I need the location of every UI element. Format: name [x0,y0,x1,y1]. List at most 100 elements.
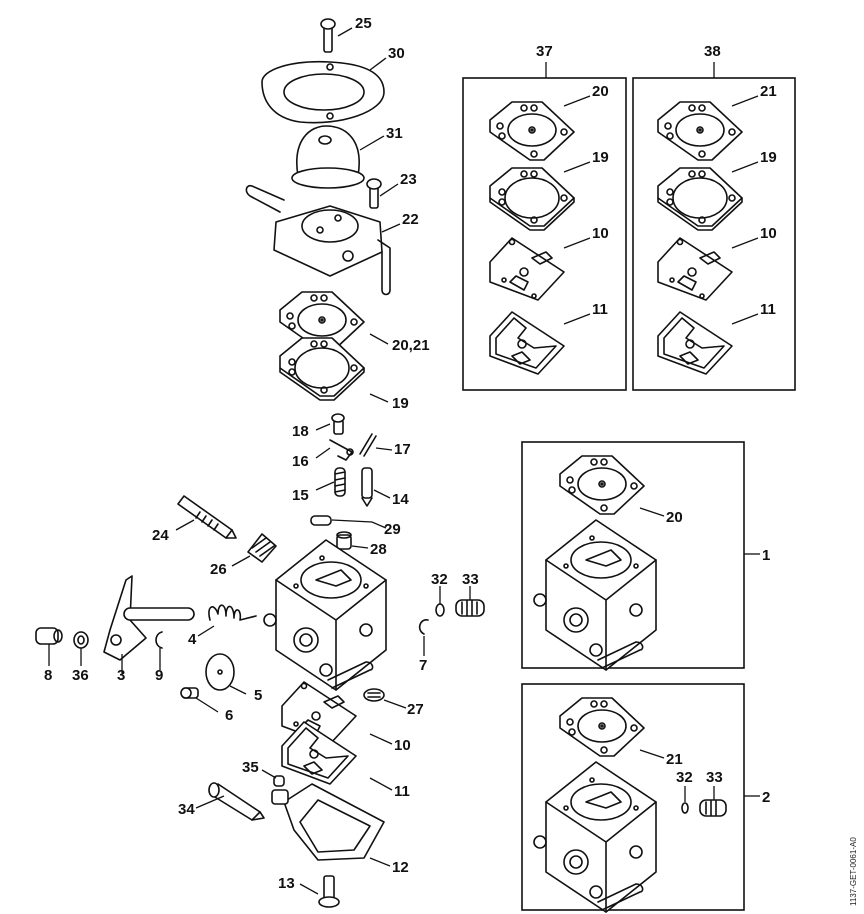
callout-12: 12 [392,859,409,876]
callout-36: 36 [72,667,89,684]
part-25-screw [320,18,336,53]
leader-27 [383,699,407,709]
part-7-e-clip [418,619,429,635]
leader-6 [195,697,219,713]
leader-17 [375,447,393,451]
part-23-screw [366,178,382,209]
kit-38-item-21: 21 [760,83,777,100]
leader-2021 [369,333,389,345]
part-29-key [310,515,332,526]
assembly-1-label: 1 [762,547,770,564]
callout-4: 4 [188,631,197,648]
leader-13 [299,883,319,895]
leader-25 [337,27,353,37]
callout-7: 7 [419,657,427,674]
kit-37-item-19: 19 [592,149,609,166]
part-16-lever [329,439,354,461]
part-19-gasket [279,337,365,401]
leader-34 [195,795,225,809]
part-6-screw [180,687,199,699]
callout-13: 13 [278,875,295,892]
leader-14 [373,489,391,499]
callout-35: 35 [242,759,259,776]
leader-11 [369,777,393,791]
part-17-pin [359,433,377,457]
leader-31 [359,135,385,151]
leader-23 [379,183,399,197]
part-33-screw [455,599,485,617]
leader-5 [229,685,247,695]
leader-26 [231,555,251,567]
assembly-2-item-32: 32 [676,769,693,786]
callout-16: 16 [292,453,309,470]
part-31-primer-bulb [291,125,365,189]
part-4-spring [208,604,257,621]
carburetor-body [263,539,387,691]
part-26-spring [247,533,277,563]
kit-37-label: 37 [536,43,553,60]
leader-4 [197,625,215,637]
part-30-cover [261,60,385,124]
kit-37-item-20: 20 [592,83,609,100]
kit-38-item-19: 19 [760,149,777,166]
leader-28 [351,545,369,549]
part-27-strainer [363,688,385,702]
part-15-spring [334,467,346,497]
callout-20-21: 20,21 [392,337,430,354]
drawing-code: 1137-GET-0061-A0 [849,837,858,906]
callout-3: 3 [117,667,125,684]
callout-6: 6 [225,707,233,724]
callout-32: 32 [431,571,448,588]
kit-38-label: 38 [704,43,721,60]
callout-15: 15 [292,487,309,504]
kit-38-box: 38 21 19 10 11 [632,43,796,391]
callout-29: 29 [384,521,401,538]
kit-38-item-11: 11 [760,301,776,318]
leader-15 [315,481,335,491]
assembly-2-item-21: 21 [666,751,683,768]
callout-11: 11 [394,783,410,800]
leader-12 [369,857,391,867]
part-3-throttle-shaft [103,575,195,661]
assembly-1-box: 1 20 [521,441,770,671]
assembly-1-item-20: 20 [666,509,683,526]
callout-28: 28 [370,541,387,558]
leader-24 [175,519,195,531]
part-24-adjusting-screw [177,495,237,539]
assembly-2-box: 2 21 32 33 [521,683,770,913]
part-11-gasket [281,721,357,785]
part-32-o-ring [435,603,445,617]
callout-14: 14 [392,491,409,508]
callout-27: 27 [407,701,424,718]
callout-18: 18 [292,423,309,440]
callout-9: 9 [155,667,163,684]
leader-29 [331,519,387,529]
kit-37-item-11: 11 [592,301,608,318]
kit-38-item-10: 10 [760,225,777,242]
callout-23: 23 [400,171,417,188]
leader-35 [261,769,277,779]
callout-22: 22 [402,211,419,228]
callout-17: 17 [394,441,411,458]
part-12-cover [271,783,385,861]
callout-34: 34 [178,801,195,818]
part-9-e-clip [155,631,163,649]
kit-37-item-10: 10 [592,225,609,242]
part-35-nozzle [273,775,285,787]
leader-16 [315,447,331,459]
callout-8: 8 [44,667,52,684]
callout-19: 19 [392,395,409,412]
part-13-screw [318,875,340,908]
callout-25: 25 [355,15,372,32]
callout-5: 5 [254,687,262,704]
assembly-2-item-33: 33 [706,769,723,786]
leader-19 [369,393,389,403]
kit-37-box: 37 20 19 10 11 [462,43,627,391]
part-28-bush [336,531,352,550]
callout-31: 31 [386,125,403,142]
leader-10 [369,733,393,745]
callout-33: 33 [462,571,479,588]
part-8-bushing [35,627,63,645]
leader-22 [381,223,401,233]
